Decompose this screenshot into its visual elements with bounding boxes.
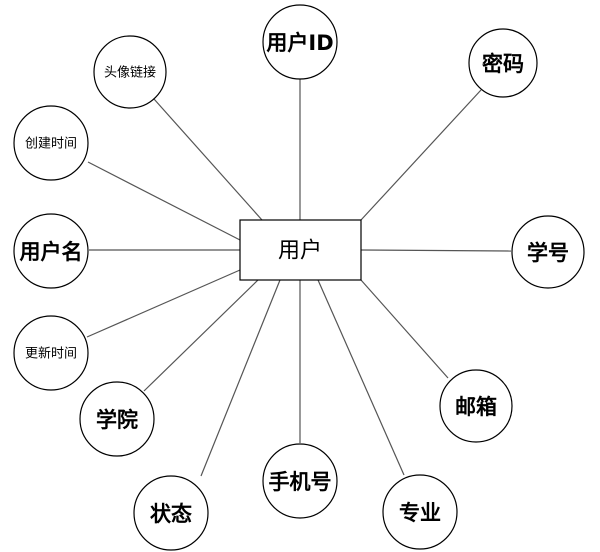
attribute-email: 邮箱 <box>439 369 513 443</box>
attribute-label: 头像链接 <box>104 65 156 81</box>
entity-box <box>239 219 362 281</box>
attribute-label: 专业 <box>399 501 441 525</box>
attribute-label: 邮箱 <box>455 395 497 419</box>
attribute-circle <box>511 215 585 289</box>
entity-user: 用户 <box>239 219 362 281</box>
connector-student-no <box>360 249 512 252</box>
connector-major <box>317 279 405 476</box>
entity-label: 用户 <box>278 239 322 264</box>
attribute-avatar-link: 头像链接 <box>93 35 167 109</box>
attribute-label: 创建时间 <box>25 137 77 152</box>
attribute-label: 学号 <box>527 241 569 265</box>
attribute-create-time: 创建时间 <box>13 105 89 181</box>
attribute-circle <box>13 315 89 391</box>
connector-college <box>143 279 259 392</box>
attribute-phone: 手机号 <box>262 443 338 519</box>
attribute-password: 密码 <box>468 28 538 98</box>
connectors <box>86 79 512 477</box>
attribute-user-id: 用户ID <box>262 4 338 80</box>
attribute-circle <box>468 28 538 98</box>
attribute-circle <box>133 475 209 551</box>
connector-email <box>360 279 449 379</box>
attribute-student-no: 学号 <box>511 215 585 289</box>
attribute-label: 手机号 <box>269 470 332 494</box>
attribute-label: 更新时间 <box>25 346 77 362</box>
attribute-circle <box>93 35 167 109</box>
attribute-label: 状态 <box>150 502 192 526</box>
attribute-circle <box>262 4 338 80</box>
attribute-circle <box>262 443 338 519</box>
attribute-circle <box>13 213 89 289</box>
attribute-username: 用户名 <box>13 213 89 289</box>
attribute-circle <box>439 369 513 443</box>
connector-update-time <box>86 269 241 338</box>
connector-password <box>360 89 482 221</box>
attribute-label: 用户ID <box>266 31 333 55</box>
connector-create-time <box>87 161 241 241</box>
attribute-label: 学院 <box>96 408 138 432</box>
connector-status <box>200 279 281 477</box>
attribute-label: 用户名 <box>20 240 83 264</box>
attribute-circle <box>79 381 155 457</box>
connector-avatar-link <box>153 98 263 221</box>
attribute-circle <box>382 474 458 550</box>
attribute-major: 专业 <box>382 474 458 550</box>
attribute-circle <box>13 105 89 181</box>
attribute-update-time: 更新时间 <box>13 315 89 391</box>
attribute-label: 密码 <box>482 52 524 76</box>
attribute-status: 状态 <box>133 475 209 551</box>
attribute-college: 学院 <box>79 381 155 457</box>
